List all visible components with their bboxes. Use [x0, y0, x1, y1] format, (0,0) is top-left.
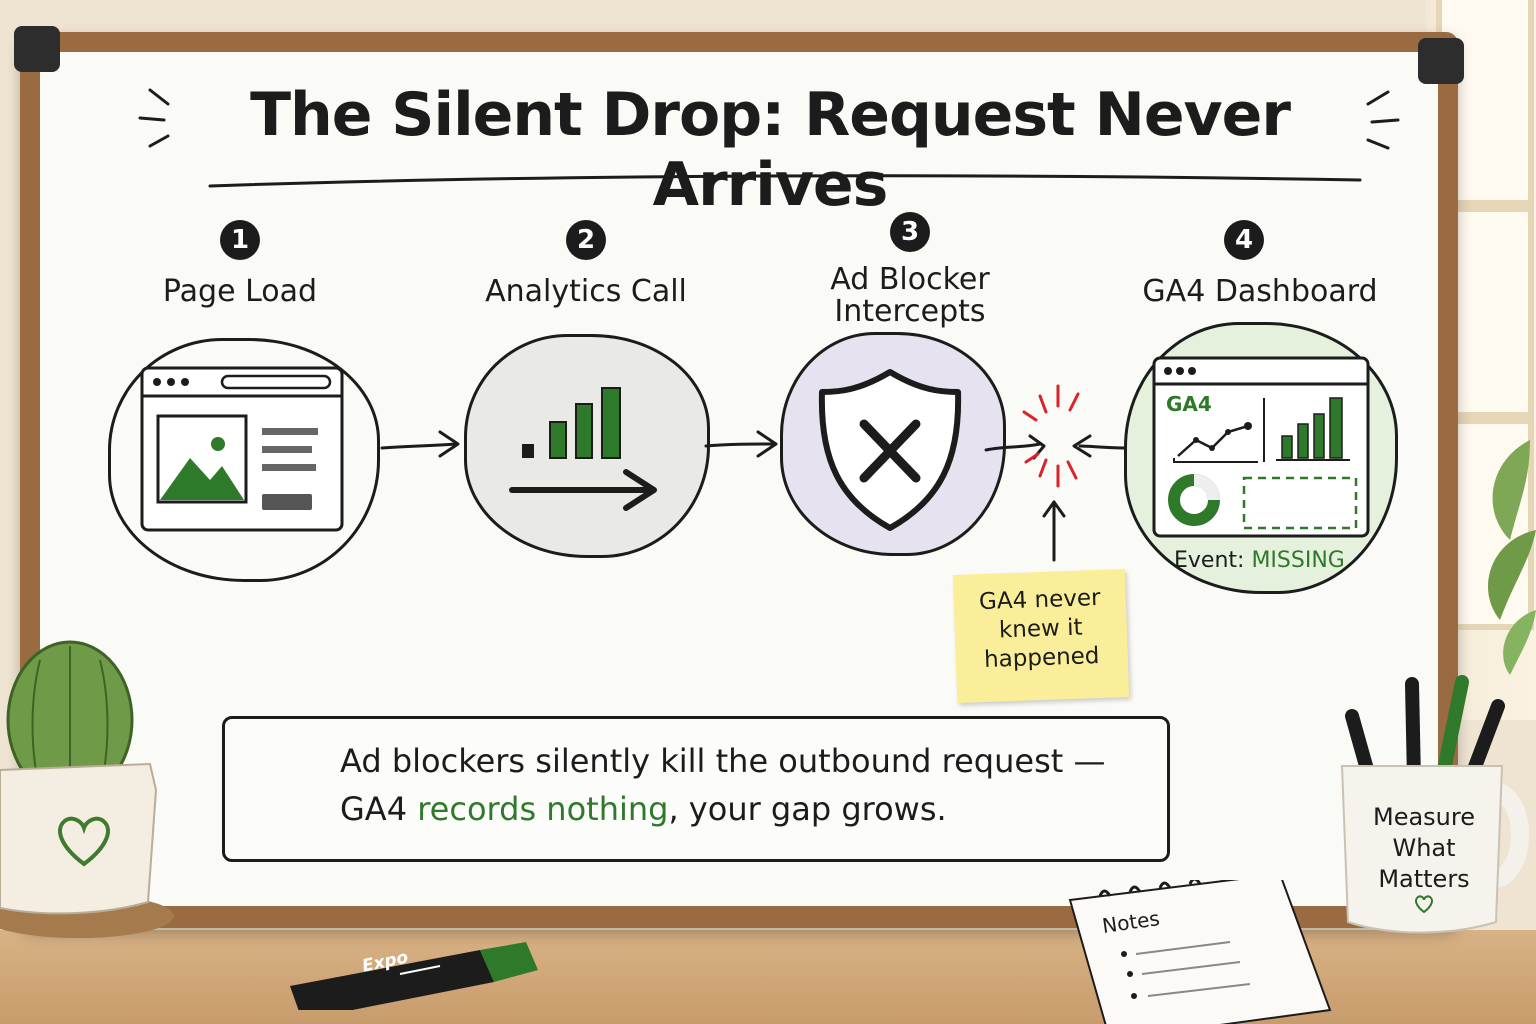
step-4-label: GA4 Dashboard	[1142, 274, 1378, 309]
summary-text: Ad blockers silently kill the outbound r…	[340, 737, 1150, 833]
summary-line-1: Ad blockers silently kill the outbound r…	[340, 742, 1106, 780]
sparkle-icon	[138, 88, 170, 148]
step-3-label: Ad Blocker Intercepts	[830, 262, 990, 329]
connection-break-icon	[1022, 384, 1080, 488]
event-status-line: Event: MISSING	[1174, 548, 1345, 573]
event-prefix: Event:	[1174, 548, 1245, 573]
flow-arrows	[380, 430, 1126, 562]
sparkle-icon	[1366, 90, 1400, 150]
summary-ga4: GA4	[340, 790, 408, 828]
step-2-label: Analytics Call	[485, 274, 687, 309]
shield-x-icon	[818, 369, 962, 531]
signal-bars-icon	[509, 387, 657, 511]
summary-box: Ad blockers silently kill the outbound r…	[222, 716, 1170, 862]
step-2-number: 2	[566, 220, 606, 260]
page-title: The Silent Drop: Request Never Arrives	[250, 80, 1291, 220]
browser-window-icon	[140, 366, 344, 532]
notepad-icon	[1068, 880, 1332, 1024]
event-status: MISSING	[1251, 548, 1345, 573]
marker-mug-icon	[1340, 675, 1529, 934]
board-corner	[1418, 38, 1464, 84]
plant-leaves-icon	[1487, 440, 1536, 675]
summary-highlight: records nothing	[417, 790, 669, 828]
step-3-number: 3	[890, 212, 930, 252]
cactus-plant-icon	[0, 640, 174, 938]
sticky-note: GA4 never knew it happened	[952, 569, 1130, 703]
dashboard-brand: GA4	[1166, 392, 1212, 416]
step-1-label: Page Load	[162, 274, 318, 309]
dashboard-window-icon	[1152, 356, 1370, 538]
step-1-number: 1	[220, 220, 260, 260]
mug-slogan: Measure What Matters	[1373, 803, 1475, 893]
summary-line-2: GA4 records nothing, your gap grows.	[340, 785, 1150, 833]
summary-end: , your gap grows.	[668, 790, 947, 828]
board-corner	[14, 26, 60, 72]
dry-erase-marker-icon	[290, 942, 538, 1010]
step-4-number: 4	[1224, 220, 1264, 260]
